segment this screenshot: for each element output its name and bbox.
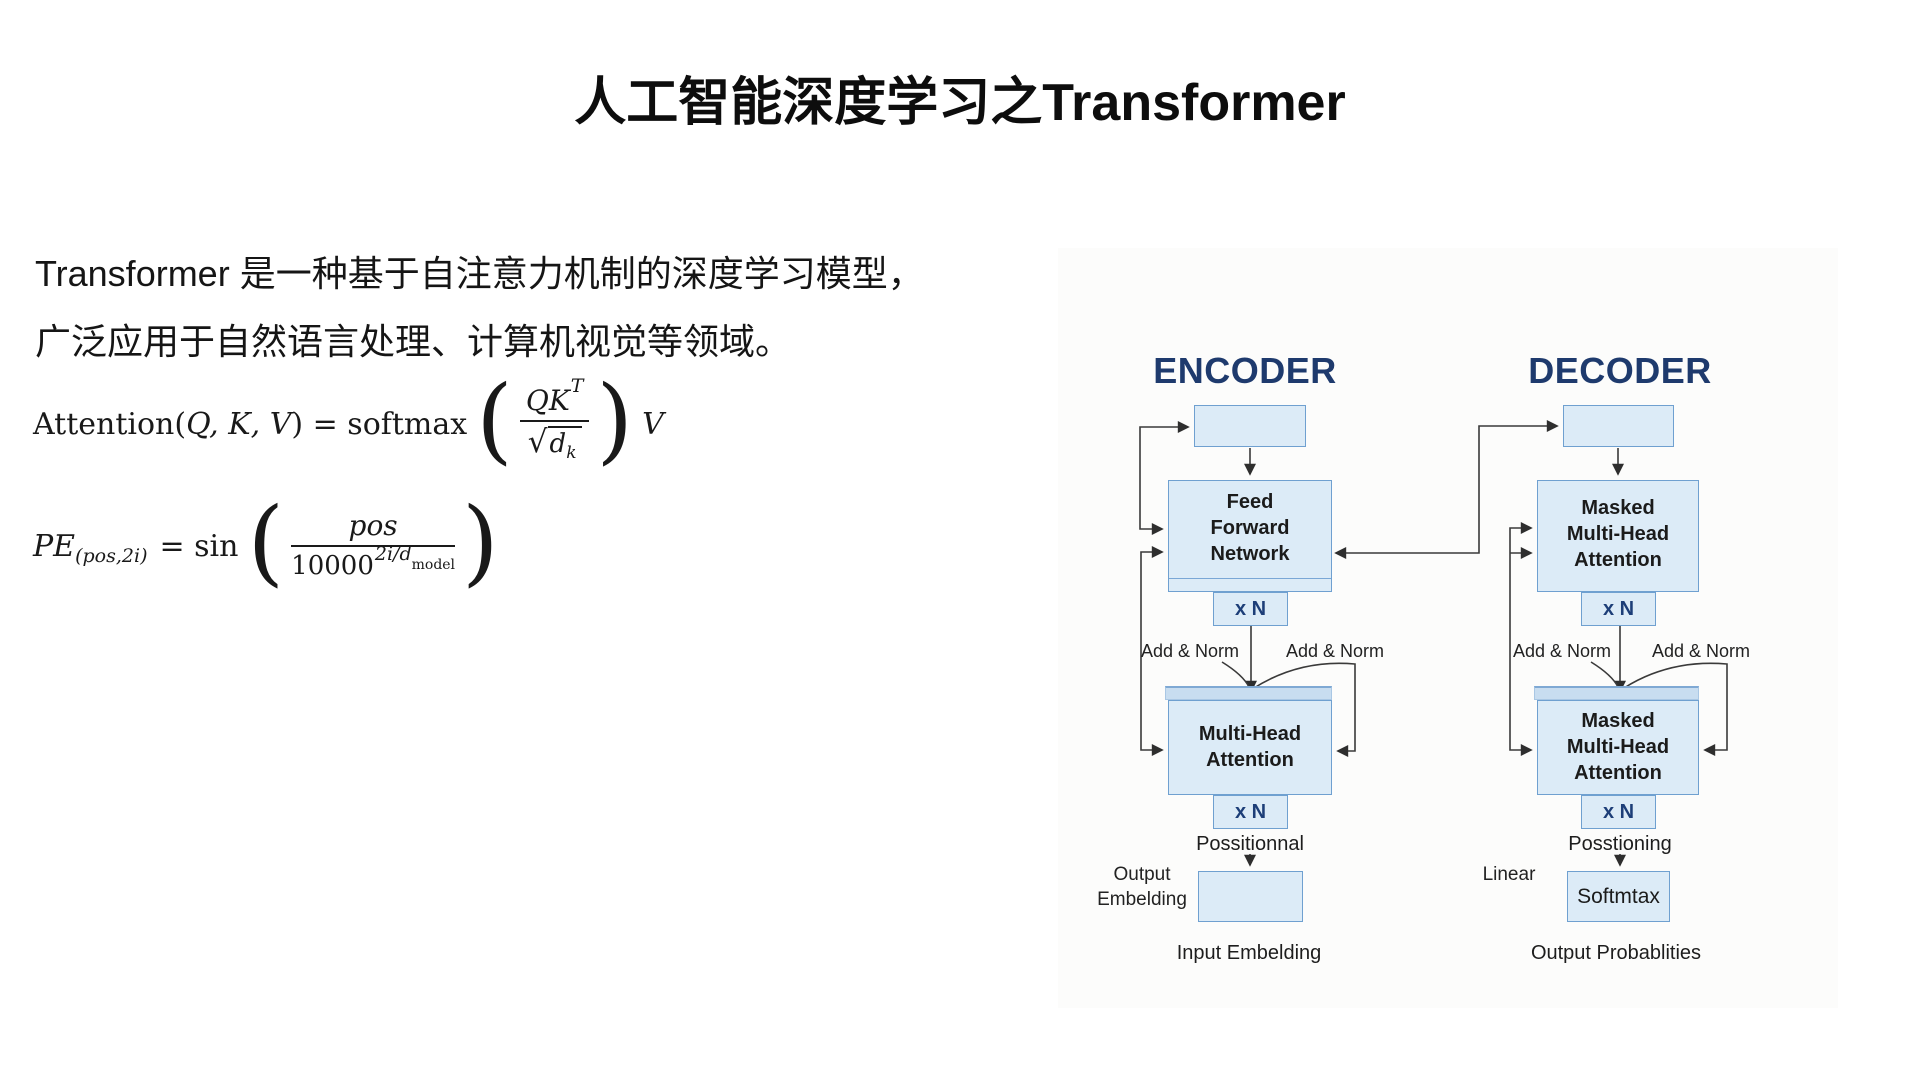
denominator-sup: 2i/dmodel xyxy=(374,543,456,573)
formula-lhs-sub: (pos,2i) xyxy=(75,545,148,567)
numerator-sup: T xyxy=(570,374,584,397)
ffn-label-line: Network xyxy=(1210,543,1290,565)
intro-paragraph: Transformer 是一种基于自注意力机制的深度学习模型， 广泛应用于自然语… xyxy=(35,240,1015,376)
masked-mha-label-line: Masked xyxy=(1581,710,1655,732)
decoder-linear-label: Linear xyxy=(1482,864,1536,885)
formula-lhs: PE xyxy=(33,528,76,564)
side-label-line: Output xyxy=(1113,864,1171,885)
decoder-caption: Output Probablities xyxy=(1530,942,1702,964)
decoder-masked-mha-box-bottom: Masked Multi-Head Attention xyxy=(1537,700,1699,795)
encoder-mha-box: Multi-Head Attention xyxy=(1168,700,1332,795)
encoder-add-norm-right-label: Add & Norm xyxy=(1285,641,1385,661)
side-label-line: Embelding xyxy=(1097,889,1187,910)
denominator: √dk xyxy=(527,423,582,464)
formula-tail: V xyxy=(642,406,664,442)
radicand-sub: k xyxy=(566,442,577,463)
masked-mha-label-line: Multi-Head xyxy=(1566,523,1670,545)
masked-mha-label-line: Attention xyxy=(1574,549,1662,571)
decoder-header: DECODER xyxy=(1528,350,1712,391)
masked-mha-label-line: Multi-Head xyxy=(1566,736,1670,758)
decoder-top-box xyxy=(1563,405,1674,447)
transformer-diagram-background xyxy=(1058,248,1838,1008)
fraction-bar xyxy=(291,545,456,547)
ffn-label-line: Forward xyxy=(1210,517,1290,539)
encoder-mha-top-bar xyxy=(1165,686,1332,700)
decoder-add-norm-left-label: Add & Norm xyxy=(1512,641,1612,661)
mha-label-line: Attention xyxy=(1206,749,1294,771)
intro-line-2: 广泛应用于自然语言处理、计算机视觉等领域。 xyxy=(35,321,792,362)
encoder-ffn-box: Feed Forward Network xyxy=(1168,480,1332,592)
denominator-base: 10000 xyxy=(291,551,374,581)
numerator: pos xyxy=(348,508,398,542)
radicand-base: d xyxy=(549,428,567,459)
radical-sign: √ xyxy=(527,423,548,460)
decoder-xn-badge-bottom: x N xyxy=(1581,795,1656,829)
decoder-masked-mha-box-top: Masked Multi-Head Attention xyxy=(1537,480,1699,592)
close-paren: ) xyxy=(596,365,634,475)
decoder-add-norm-right-label: Add & Norm xyxy=(1651,641,1751,661)
page-title: 人工智能深度学习之Transformer xyxy=(574,74,1346,132)
encoder-xn-badge-bottom: x N xyxy=(1213,795,1288,829)
encoder-caption: Input Embelding xyxy=(1176,942,1322,964)
radicand: dk xyxy=(547,425,582,464)
decoder-softmax-box: Softmtax xyxy=(1567,871,1670,922)
formula-text: = sin xyxy=(159,528,239,564)
ffn-bottom-strip xyxy=(1169,578,1331,591)
numerator-base: QK xyxy=(525,383,570,417)
formula-text: ) = softmax xyxy=(291,406,468,442)
mha-label-line: Multi-Head xyxy=(1198,723,1302,745)
open-paren: ( xyxy=(476,365,513,475)
encoder-xn-badge-top: x N xyxy=(1213,592,1288,626)
exponent: 2i/d xyxy=(374,543,412,565)
formula-args: Q, K, V xyxy=(186,406,292,442)
masked-mha-label-line: Masked xyxy=(1581,497,1655,519)
close-paren: ) xyxy=(462,487,499,597)
encoder-positional-label: Possitionnal xyxy=(1196,833,1304,855)
ffn-label-line: Feed xyxy=(1226,491,1274,513)
intro-line-1: Transformer 是一种基于自注意力机制的深度学习模型， xyxy=(35,253,924,294)
exponent-sub: model xyxy=(411,556,456,573)
fraction-bar xyxy=(519,419,590,422)
decoder-mha-top-bar xyxy=(1534,686,1699,700)
encoder-add-norm-left-label: Add & Norm xyxy=(1140,641,1240,661)
encoder-input-embedding-box xyxy=(1198,871,1303,922)
masked-mha-label-line: Attention xyxy=(1574,762,1662,784)
open-paren: ( xyxy=(247,487,285,597)
decoder-xn-badge-top: x N xyxy=(1581,592,1656,626)
formula-text: Attention( xyxy=(33,406,187,442)
encoder-header: ENCODER xyxy=(1153,350,1337,391)
encoder-side-label: Output Embelding xyxy=(1072,862,1212,912)
decoder-positional-label: Posstioning xyxy=(1568,833,1672,855)
encoder-top-box xyxy=(1194,405,1306,447)
